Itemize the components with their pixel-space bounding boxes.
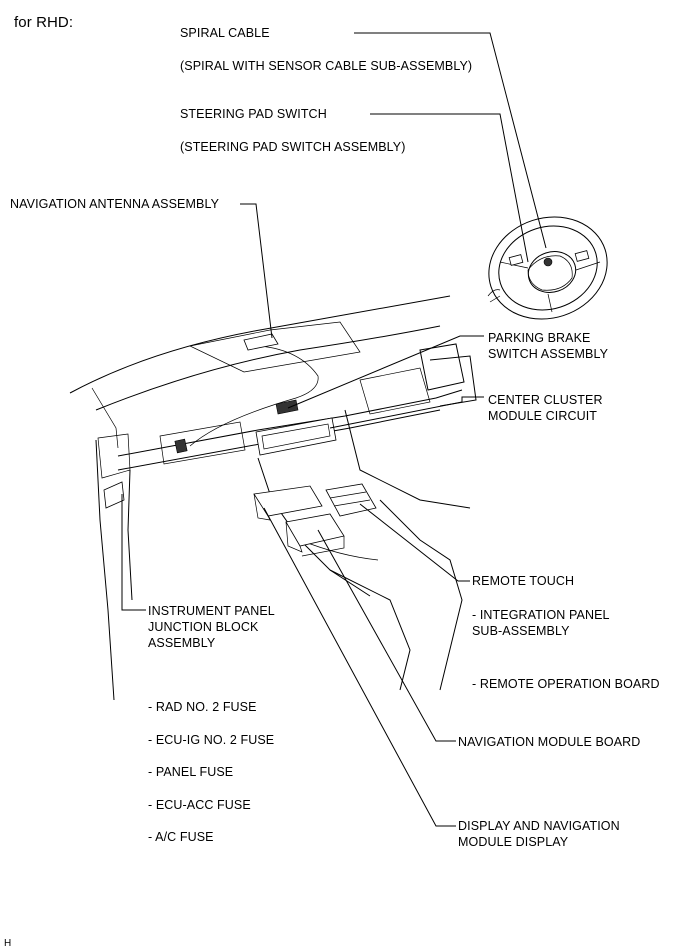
fuse-item: - A/C FUSE	[148, 830, 214, 844]
label-center-cluster-1: CENTER CLUSTER	[488, 393, 603, 407]
steering-wheel-drawing	[487, 216, 608, 320]
label-parking-brake-1: PARKING BRAKE	[488, 331, 591, 345]
fuse-item: - PANEL FUSE	[148, 765, 234, 779]
label-center-cluster-2: MODULE CIRCUIT	[488, 409, 598, 423]
leader-lines	[121, 32, 547, 827]
label-steering-pad-switch: STEERING PAD SWITCH	[180, 107, 327, 121]
label-display-navigation-2: MODULE DISPLAY	[458, 835, 569, 849]
dashboard-drawing	[69, 295, 477, 701]
label-spiral-cable: SPIRAL CABLE	[180, 26, 270, 40]
fuse-item: - ECU-IG NO. 2 FUSE	[148, 733, 275, 747]
label-instrument-panel-1: INSTRUMENT PANEL	[148, 604, 275, 618]
fuse-item: - RAD NO. 2 FUSE	[148, 700, 257, 714]
fuse-item: - ECU-ACC FUSE	[148, 798, 251, 812]
label-parking-brake-2: SWITCH ASSEMBLY	[488, 347, 609, 361]
label-remote-operation-board: - REMOTE OPERATION BOARD	[472, 677, 660, 691]
page-header: for RHD:	[14, 14, 74, 31]
label-integration-panel-2: SUB-ASSEMBLY	[472, 624, 570, 638]
label-steering-pad-switch-sub: (STEERING PAD SWITCH ASSEMBLY)	[180, 140, 406, 154]
label-spiral-cable-sub: (SPIRAL WITH SENSOR CABLE SUB-ASSEMBLY)	[180, 59, 473, 73]
label-instrument-panel-3: ASSEMBLY	[148, 636, 216, 650]
label-display-navigation-1: DISPLAY AND NAVIGATION	[458, 819, 620, 833]
label-remote-touch: REMOTE TOUCH	[472, 574, 575, 588]
label-integration-panel-1: - INTEGRATION PANEL	[472, 608, 610, 622]
figure-code: H	[4, 938, 12, 949]
label-navigation-antenna: NAVIGATION ANTENNA ASSEMBLY	[10, 197, 220, 211]
label-instrument-panel-2: JUNCTION BLOCK	[148, 620, 259, 634]
label-navigation-module-board: NAVIGATION MODULE BOARD	[458, 735, 641, 749]
